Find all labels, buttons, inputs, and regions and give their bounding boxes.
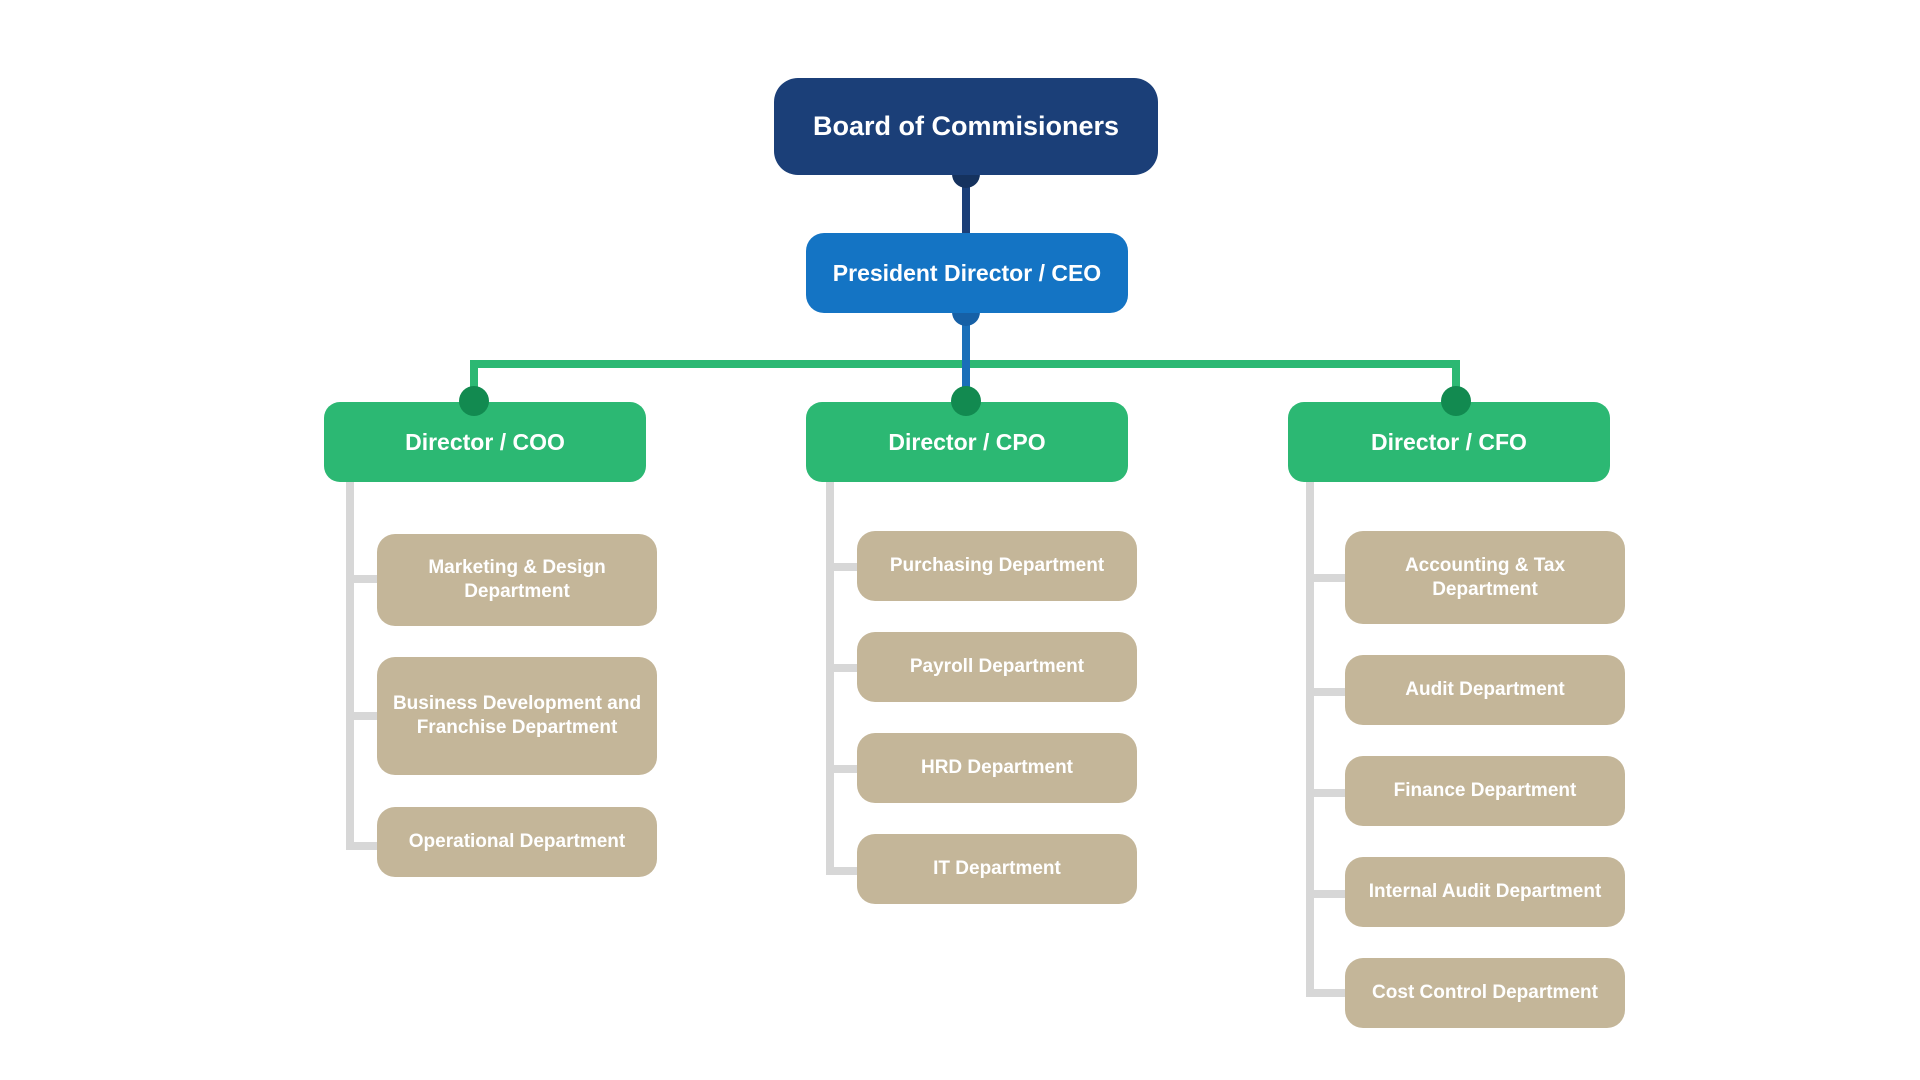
- department-box: Finance Department: [1345, 756, 1625, 826]
- department-box: Purchasing Department: [857, 531, 1137, 601]
- cpo-connector-dot: [951, 386, 981, 416]
- department-box: Audit Department: [1345, 655, 1625, 725]
- cfo-branch: [1306, 890, 1346, 898]
- cpo-branch: [826, 765, 858, 773]
- cfo-branch: [1306, 688, 1346, 696]
- cpo-branch: [826, 867, 858, 875]
- cpo-branch: [826, 563, 858, 571]
- coo-drop-connector: [470, 360, 478, 405]
- cfo-dept-trunk: [1306, 480, 1314, 997]
- cfo-branch: [1306, 789, 1346, 797]
- board-ceo-connector: [962, 175, 970, 235]
- department-box: Cost Control Department: [1345, 958, 1625, 1028]
- department-box: Business Development and Franchise Depar…: [377, 657, 657, 775]
- coo-branch: [346, 712, 378, 720]
- department-box: Marketing & Design Department: [377, 534, 657, 626]
- director-coo-box: Director / COO: [324, 402, 646, 482]
- department-box: Operational Department: [377, 807, 657, 877]
- board-of-commissioners-box: Board of Commisioners: [774, 78, 1158, 175]
- coo-connector-dot: [459, 386, 489, 416]
- department-box: Internal Audit Department: [1345, 857, 1625, 927]
- president-director-ceo-box: President Director / CEO: [806, 233, 1128, 313]
- coo-branch: [346, 575, 378, 583]
- director-cpo-box: Director / CPO: [806, 402, 1128, 482]
- ceo-stem-overlay: [962, 313, 970, 405]
- director-cfo-box: Director / CFO: [1288, 402, 1610, 482]
- coo-dept-trunk: [346, 480, 354, 850]
- cfo-drop-connector: [1452, 360, 1460, 405]
- cfo-branch: [1306, 989, 1346, 997]
- coo-branch: [346, 842, 378, 850]
- cfo-branch: [1306, 574, 1346, 582]
- department-box: Accounting & Tax Department: [1345, 531, 1625, 624]
- department-box: IT Department: [857, 834, 1137, 904]
- cpo-dept-trunk: [826, 480, 834, 875]
- cpo-branch: [826, 664, 858, 672]
- cfo-connector-dot: [1441, 386, 1471, 416]
- department-box: HRD Department: [857, 733, 1137, 803]
- department-box: Payroll Department: [857, 632, 1137, 702]
